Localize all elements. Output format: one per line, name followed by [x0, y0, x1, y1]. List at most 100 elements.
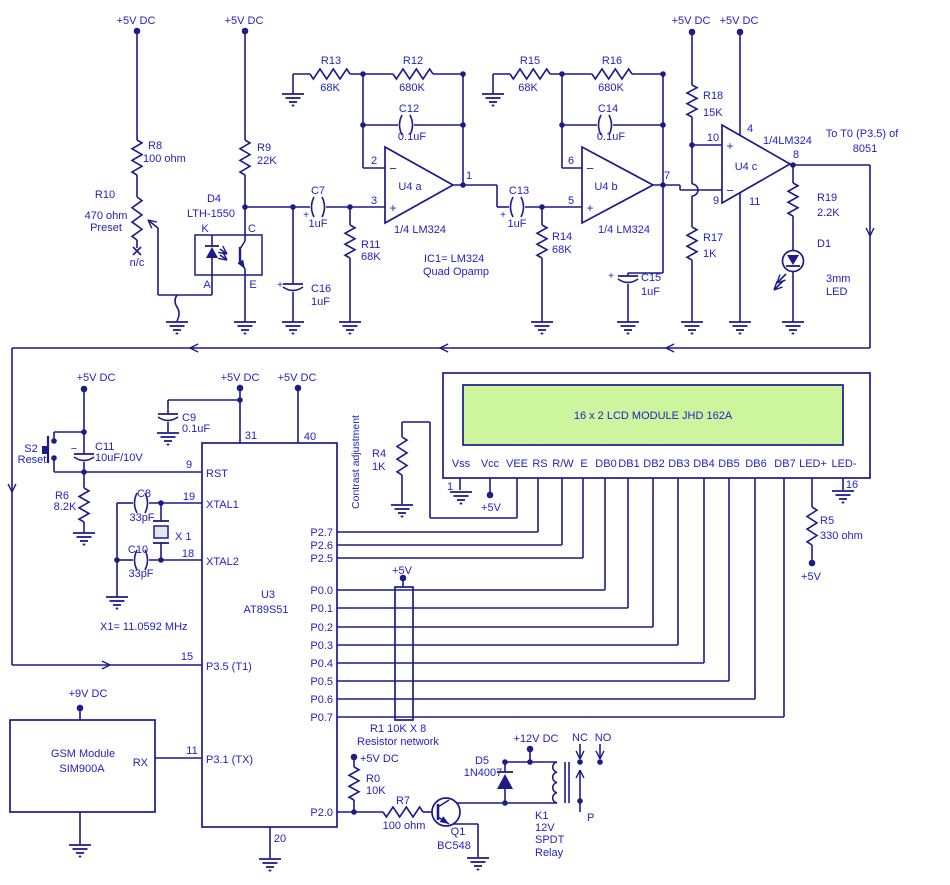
label-lcd-pins-14: LED+: [799, 458, 827, 470]
label-amp-k: K: [201, 223, 209, 235]
label-amp-n1: 1: [466, 170, 472, 182]
label-mcu-p35: P3.5 (T1): [206, 661, 252, 673]
label-mcu-p07: P0.7: [310, 712, 333, 724]
resistor-r15: [509, 67, 551, 81]
junction-dot: [460, 71, 466, 77]
label-amp-n9: 9: [713, 195, 719, 207]
junction-dot: [290, 204, 296, 210]
junction-dot: [597, 759, 603, 765]
label-lcd-r5: R5: [820, 515, 834, 527]
label-amp-r15v: 68K: [518, 82, 538, 94]
label-bottom-r0: R0: [366, 773, 380, 785]
junction-dot: [81, 429, 87, 435]
wire-wavy: [174, 294, 180, 322]
label-mcu-r6: R6: [55, 490, 69, 502]
label-mcu-r1v: Resistor network: [357, 736, 439, 748]
label-mcu-p06: P0.6: [310, 694, 333, 706]
label-amp-r11: R11: [361, 239, 380, 251]
label-bottom-no: NO: [595, 732, 612, 744]
junction-dot: [51, 438, 57, 444]
transistor-collector: [437, 799, 450, 808]
capacitor-symbol: [310, 196, 315, 218]
capacitor-symbol: [157, 416, 179, 422]
label-amp-ic1: IC1= LM324: [424, 253, 484, 265]
power-terminal: [133, 27, 141, 35]
junction-dot: [51, 455, 57, 461]
diode-d5-triangle: [497, 774, 513, 789]
label-amp-c14v: 0.1uF: [597, 131, 625, 143]
label-bottom-r7: R7: [396, 795, 410, 807]
label-amp-c7v: 1uF: [309, 218, 328, 230]
label-lcd-pins-8: DB2: [643, 458, 664, 470]
label-mcu-contrast: Contrast adjustment: [350, 415, 362, 509]
arrow-icon: [218, 257, 228, 261]
junction-dot: [689, 142, 695, 148]
label-amp-c: C: [248, 223, 256, 235]
power-terminal: [80, 385, 88, 393]
label-mcu-n31: 31: [245, 430, 257, 442]
label-bottom-rx: RX: [133, 757, 149, 769]
arrow-icon: [599, 750, 605, 760]
power-terminal: [294, 384, 302, 392]
label-lcd-pins-7: DB1: [618, 458, 639, 470]
wire: [776, 273, 787, 284]
resistor-r12: [392, 67, 434, 81]
label-amp-tot0b: 8051: [853, 143, 877, 155]
label-amp-n3: 3: [371, 195, 377, 207]
label-lcd-n16: 16: [846, 479, 858, 491]
arrow-icon: [222, 251, 228, 261]
label-amp-n5: 5: [568, 195, 574, 207]
led-triangle-icon: [206, 247, 218, 258]
label-mcu-x1: X 1: [175, 531, 192, 543]
label-amp-r13v: 68K: [320, 82, 340, 94]
arrow-icon: [869, 227, 875, 237]
label-bottom-r0v: 10K: [366, 785, 386, 797]
label-amp-n7: 7: [664, 170, 670, 182]
label-lcd-pins-15: LED-: [831, 458, 856, 470]
arrow-icon: [665, 343, 675, 349]
label-bottom-d5v: 1N4007: [464, 767, 503, 779]
junction-dot: [360, 71, 366, 77]
resistor-r7: [382, 805, 424, 819]
label-amp-n8: 8: [793, 149, 799, 161]
arrow-icon: [665, 347, 675, 353]
label-lcd-pins-3: RS: [532, 458, 547, 470]
junction-dot: [360, 122, 366, 128]
label-power-p5: +5V: [801, 571, 822, 583]
capacitor-symbol: [144, 492, 149, 514]
label-amp-r11v: 68K: [361, 251, 381, 263]
label-amp-r15: R15: [520, 55, 540, 67]
resistor-r0: [347, 766, 361, 801]
label-amp-r16: R16: [602, 55, 622, 67]
label-amp-r9v: 22K: [257, 155, 277, 167]
label-lcd-pins-4: R/W: [552, 458, 574, 470]
arrow-icon: [222, 245, 228, 255]
label-power-p5dc: +5V DC: [225, 15, 264, 27]
capacitor-symbol: [133, 492, 138, 514]
capacitor-symbol: [597, 114, 602, 136]
power-terminal: [486, 491, 494, 499]
label-amp-c16: C16: [311, 283, 331, 295]
label-mcu-r1: R1 10K X 8: [370, 723, 426, 735]
label-mcu-xtal2: XTAL2: [206, 556, 239, 568]
label-lcd-pins-0: Vss: [452, 458, 471, 470]
arrow-icon: [101, 664, 111, 670]
label-amp-n11: 11: [749, 196, 760, 208]
label-power-p5dc: +5V DC: [720, 15, 759, 27]
label-amp-c13v: 1uF: [508, 218, 527, 230]
label-amp-r9: R9: [257, 142, 271, 154]
label-lcd-pins-11: DB5: [718, 458, 739, 470]
label-amp-c15: C15: [641, 272, 661, 284]
junction-dot: [577, 798, 583, 804]
label-lcd-n1: 1: [447, 481, 453, 493]
arrow-icon: [575, 769, 581, 779]
label-mcu-n9: 9: [186, 459, 192, 471]
label-amp-r19v: 2.2K: [817, 207, 840, 219]
optocoupler-box: [194, 234, 263, 276]
label-power-p5: +5V: [481, 502, 502, 514]
label-mcu-p05: P0.5: [310, 676, 333, 688]
label-amp-nc: n/c: [130, 257, 145, 269]
label-mcu-xtal1: XTAL1: [206, 499, 239, 511]
arrow-icon: [189, 347, 199, 353]
